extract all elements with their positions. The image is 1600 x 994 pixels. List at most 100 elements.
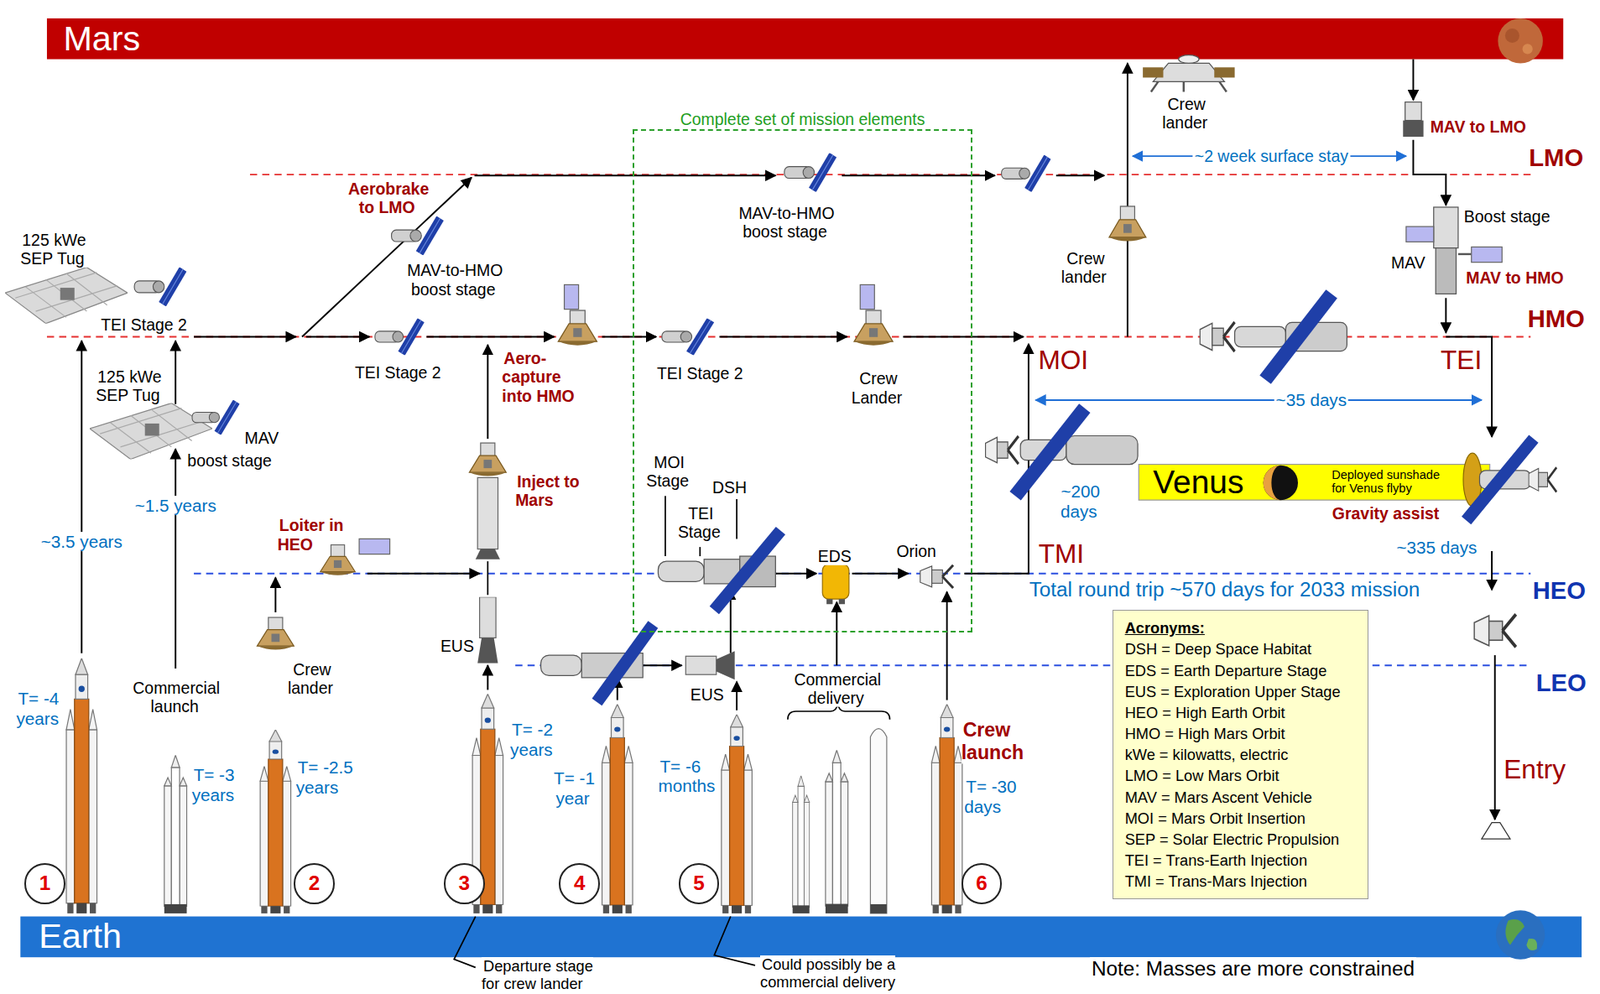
node-text: 2 <box>308 873 321 894</box>
label-text: Inject to Mars <box>515 472 580 510</box>
label-text: TEI Stage 2 <box>99 315 189 334</box>
label: EUS <box>438 636 476 656</box>
flow-arrows <box>474 174 777 177</box>
label: Crew launch <box>961 719 1039 765</box>
label: Boost stage <box>1462 207 1553 226</box>
label: TEI <box>1438 344 1484 376</box>
spacecraft <box>256 617 294 650</box>
label-text: T= -2 years <box>510 719 555 760</box>
label: MAV-to-HMO boost stage <box>401 260 507 299</box>
label-text: Commercial launch <box>130 677 220 715</box>
venus-box-fill <box>1138 464 1490 501</box>
flow-arrows <box>274 578 277 613</box>
acronym-entry: MOI = Mars Orbit Insertion <box>1125 807 1356 829</box>
spacecraft <box>596 625 653 703</box>
flow-arrows <box>486 344 489 439</box>
plain-connectors <box>486 561 489 595</box>
label-text: EDS <box>816 547 854 566</box>
label-text: EUS <box>438 636 476 656</box>
spacecraft <box>1402 120 1423 137</box>
label: boost stage <box>185 450 274 470</box>
label: MAV <box>1389 252 1428 272</box>
rockets <box>792 776 810 914</box>
earth-planet <box>1526 938 1538 951</box>
spacecraft <box>1066 436 1138 465</box>
spacecraft <box>557 310 597 346</box>
label: Crew lander <box>1151 94 1220 133</box>
label-text: EUS <box>688 685 726 704</box>
label-text: Crew Lander <box>851 369 905 407</box>
flow-arrows <box>1126 62 1129 337</box>
plain-connectors <box>453 495 890 968</box>
flow-arrows <box>1056 174 1105 177</box>
node-text: 4 <box>573 873 586 894</box>
label: Aero-capture into HMO <box>501 349 579 406</box>
label: Commercial delivery <box>791 670 883 709</box>
plain-connectors <box>698 547 701 557</box>
label: T= -30 days <box>964 776 1024 818</box>
acronym-entry: SEP = Solar Electric Propulsion <box>1125 828 1356 850</box>
spacecraft <box>1152 62 1225 82</box>
label-text: Gravity assist <box>1330 504 1442 523</box>
acronym-entry: HMO = High Mars Orbit <box>1125 723 1356 745</box>
group-heading: Complete set of mission elements <box>634 109 971 130</box>
earth-planet <box>1505 919 1525 946</box>
flow-arrows <box>174 340 177 404</box>
label-text: Loiter in HEO <box>277 515 344 553</box>
label-text: MOI Stage <box>646 453 691 490</box>
label: T= -3 years <box>192 766 241 807</box>
acronym-entry: HEO = High Earth Orbit <box>1125 702 1356 724</box>
mars-planet <box>1522 43 1533 54</box>
spacecraft <box>714 531 781 611</box>
node-text: Deployed sunshade for Venus flyby <box>1331 468 1446 497</box>
label: 125 kWe SEP Tug <box>20 229 92 268</box>
earth-band-fill <box>20 917 1582 959</box>
rockets <box>870 904 886 914</box>
spacecraft <box>1405 102 1422 121</box>
label-text: MAV to LMO <box>1428 117 1528 136</box>
callout-number: 6 <box>961 863 1003 905</box>
flow-arrows <box>775 573 817 575</box>
label: Note: Masses are more constrained <box>1089 957 1417 981</box>
node-text: 3 <box>458 873 471 894</box>
label: Gravity assist <box>1330 504 1442 523</box>
acronym-entry: EDS = Earth Departure Stage <box>1125 660 1356 682</box>
label: Crew lander <box>1051 248 1119 287</box>
spacecraft <box>477 597 498 664</box>
venus-flyby-box: VenusDeployed sunshade for Venus flyby <box>1138 463 1490 501</box>
label-text: T= -1 year <box>552 768 595 808</box>
spacecraft <box>822 564 850 600</box>
label-text: T= -4 years <box>15 688 61 729</box>
label-text: Aerobrake to LMO <box>346 179 429 217</box>
flow-arrows <box>81 59 1495 820</box>
label-text: Total round trip ~570 days for 2033 miss… <box>1027 578 1423 601</box>
spacecraft <box>134 269 183 305</box>
label: TEI Stage 2 <box>99 315 189 334</box>
label: LMO <box>1527 144 1585 173</box>
mars-band-fill <box>46 18 1564 60</box>
label: ~1.5 years <box>133 495 219 516</box>
label: MAV <box>242 428 281 448</box>
label: T= -2.5 years <box>296 757 360 798</box>
spacecraft <box>192 401 237 433</box>
spacecraft <box>1481 823 1511 840</box>
label: MOI <box>1036 344 1090 376</box>
label: ~335 days <box>1394 537 1479 558</box>
label: MAV to LMO <box>1428 117 1528 136</box>
orbit-lines <box>515 664 1531 667</box>
spacecraft <box>1466 438 1534 521</box>
flow-arrows <box>174 448 177 669</box>
label-text: T= -3 years <box>192 766 237 806</box>
mars-band-fill <box>46 18 1564 60</box>
duration-arrows <box>1035 399 1481 402</box>
label-text: TEI <box>1438 344 1484 376</box>
label-text: Crew lander <box>1162 94 1210 132</box>
label: Inject to Mars <box>515 472 591 511</box>
label: T= -6 months <box>657 756 721 798</box>
mars-planet <box>1505 28 1520 43</box>
spacecraft <box>859 284 875 309</box>
label-text: Crew lander <box>287 659 335 697</box>
spacecraft <box>359 538 390 554</box>
label-text: Crew lander <box>1061 248 1109 286</box>
label-text: MAV <box>242 428 281 448</box>
